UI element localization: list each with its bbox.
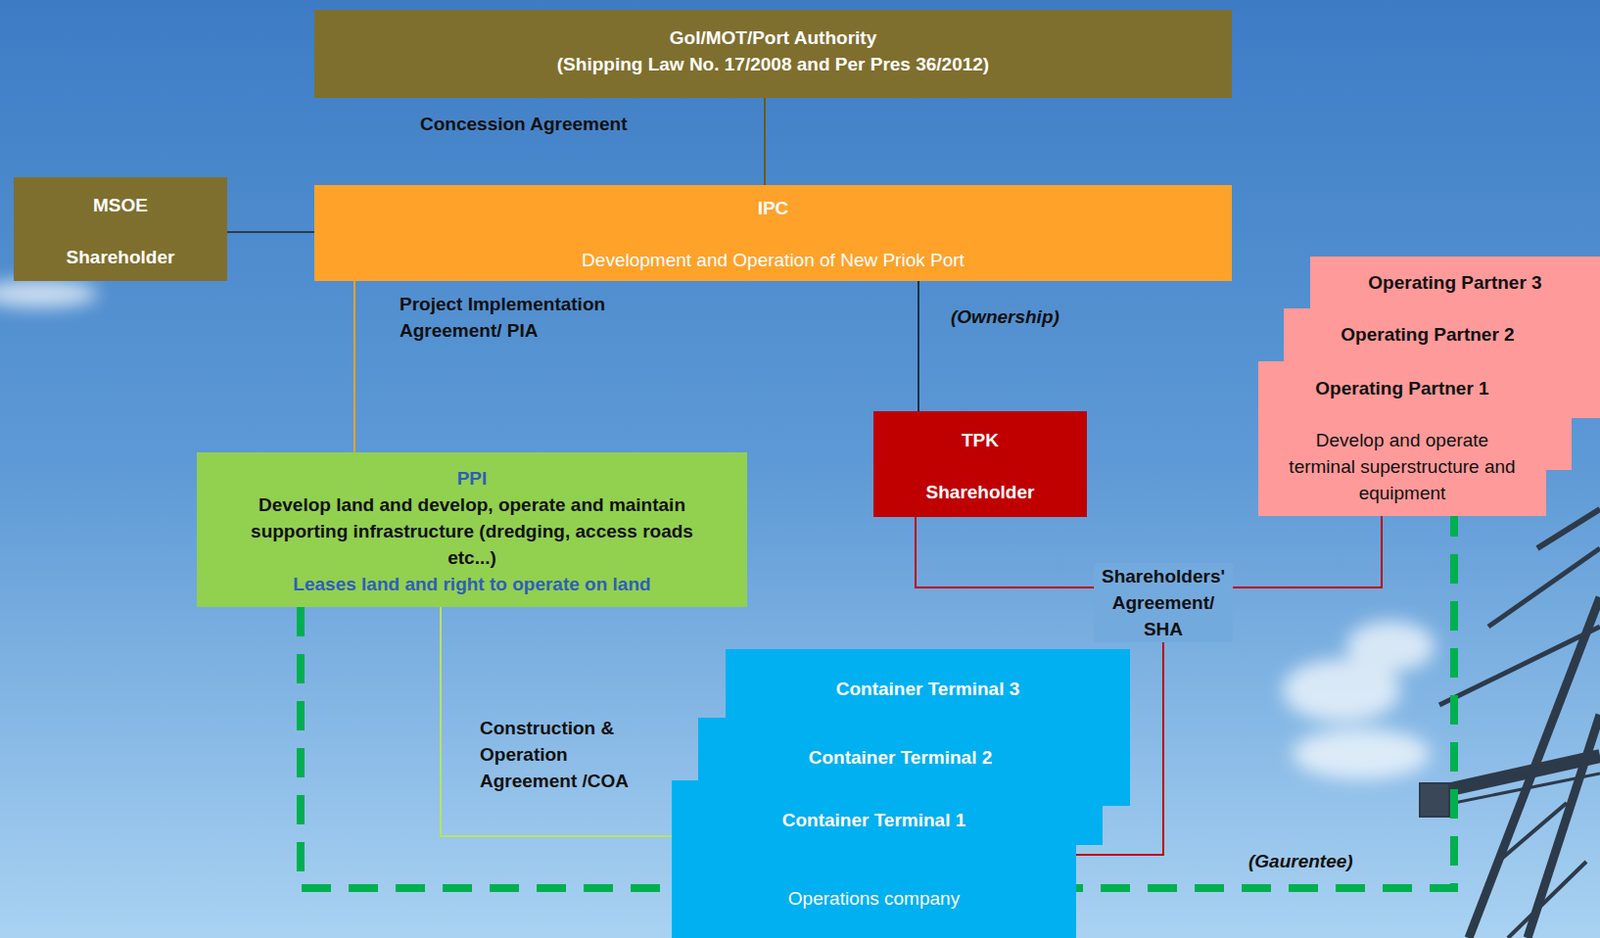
shareholder-box: MSOE Shareholder	[13, 177, 228, 282]
cloud	[0, 280, 1435, 780]
crane	[1419, 509, 1600, 938]
company-box: IPC Development and Operation of New Prio…	[314, 185, 1232, 282]
crane-brace	[1498, 802, 1567, 862]
agreement-label: (Gaurentee)	[1248, 847, 1406, 875]
box-heading: Container Terminal 1	[782, 806, 967, 834]
crane-brace	[1507, 861, 1587, 938]
connector	[763, 97, 766, 186]
box-heading: Operating Partner 2	[1340, 321, 1514, 348]
developer-box: PPIDevelop land and develop, operate and…	[196, 452, 748, 608]
box-heading: Container Terminal 3	[836, 675, 1021, 703]
agreement-label: (Ownership)	[950, 303, 1118, 330]
box-text: Develop land and develop, operate and ma…	[227, 491, 717, 571]
agreement-label: Shareholders' Agreement/ SHA	[1093, 563, 1233, 643]
box-heading: IPC	[757, 194, 790, 222]
crane-strut	[1439, 626, 1600, 706]
box-text: Shareholder	[66, 243, 176, 271]
box-text: (Shipping Law No. 17/2008 and Per Pres 3…	[557, 50, 989, 78]
box-text: Operations company	[788, 885, 960, 912]
box-heading: Container Terminal 2	[808, 744, 993, 771]
box-heading: MSOE	[93, 191, 148, 219]
box-heading: TPK	[961, 426, 999, 454]
connector	[440, 607, 672, 837]
terminal-box: Container Terminal 1 Operations company	[671, 780, 1077, 938]
partner-box: Operating Partner 1 Develop and operate t…	[1258, 361, 1547, 517]
crane-leg	[1468, 597, 1600, 938]
connector	[227, 231, 315, 234]
agreement-label: Construction & Operation Agreement /COA	[479, 714, 659, 795]
authority-box: GoI/MOT/Port Authority(Shipping Law No. …	[314, 9, 1232, 98]
agreement-label: Project Implementation Agreement/ PIA	[399, 290, 655, 344]
box-text: Develop and operate terminal superstruct…	[1284, 426, 1520, 507]
agreement-label: Concession Agreement	[420, 110, 675, 138]
box-heading: Operating Partner 3	[1367, 269, 1542, 296]
box-heading: GoI/MOT/Port Authority	[669, 24, 877, 51]
box-heading: Operating Partner 1	[1315, 375, 1489, 402]
box-heading: PPI	[457, 465, 488, 492]
crane-strut	[1488, 548, 1600, 627]
crane-strut	[1537, 509, 1600, 549]
connector	[353, 281, 356, 453]
box-text: Leases land and right to operate on land	[292, 570, 651, 598]
connector	[917, 281, 920, 412]
shareholder-box: TPK Shareholder	[873, 411, 1087, 518]
box-text: Shareholder	[926, 478, 1036, 506]
crane-trolley	[1419, 783, 1450, 817]
box-text: Development and Operation of New Priok P…	[581, 246, 965, 274]
